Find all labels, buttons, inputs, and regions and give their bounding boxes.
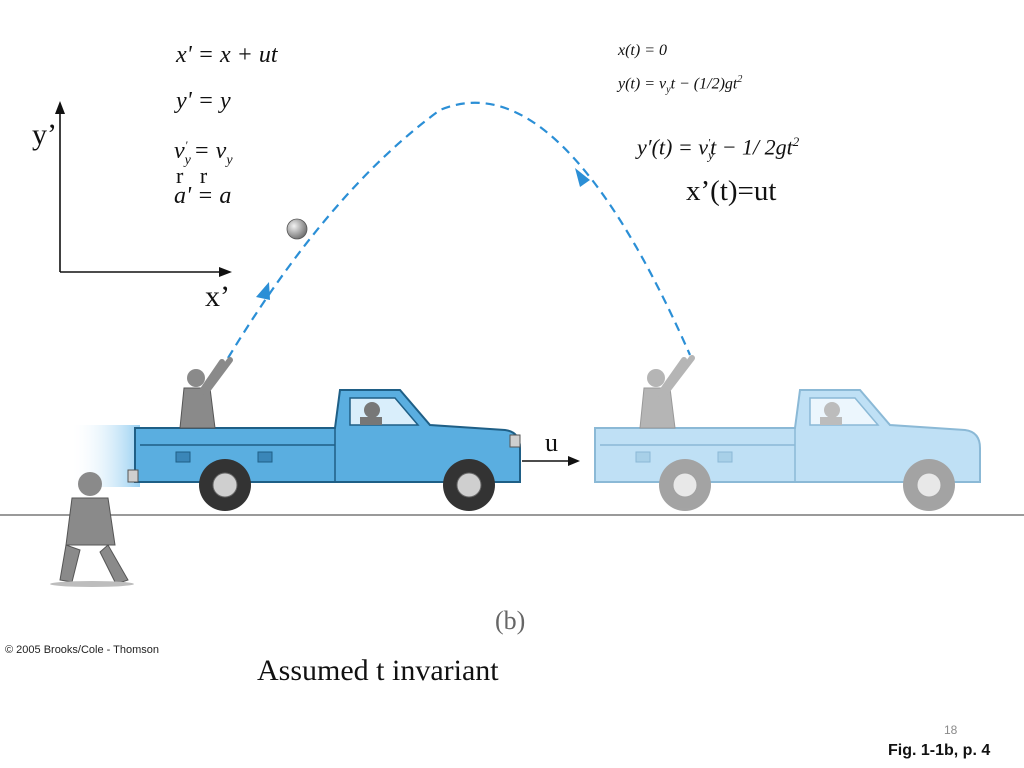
equation-yt: y(t) = vyt − (1/2)gt2 [618, 74, 743, 96]
truck-later [594, 389, 981, 511]
trajectory-path [227, 101, 692, 359]
slide-number: 18 [944, 723, 958, 737]
equation-y-prime: y' = y [176, 88, 231, 114]
equation-a-prime: a' = a [174, 183, 232, 209]
equation-xt: x(t) = 0 [618, 42, 667, 59]
velocity-arrow [522, 456, 580, 466]
equation-y-prime-t: y′(t) = vy't − 1/ 2gt2 [637, 134, 800, 163]
ball [286, 218, 308, 240]
trajectory-arrow-up [256, 282, 270, 300]
y-prime-axis-label: y’ [32, 118, 57, 151]
caption-text: Assumed t invariant [257, 654, 499, 687]
panel-label: (b) [495, 606, 526, 635]
primed-axes [55, 101, 232, 277]
x-prime-axis-label: x’ [205, 280, 230, 313]
equation-vy: vy' = vy [174, 138, 233, 168]
catcher-figure [639, 355, 695, 429]
equation-x-prime: x' = x + ut [176, 42, 278, 68]
velocity-label: u [545, 428, 558, 457]
trajectory-arrow-down [575, 168, 590, 187]
copyright-text: © 2005 Brooks/Cole - Thomson [5, 644, 160, 656]
ground-observer [50, 472, 134, 587]
thrower-figure [179, 357, 233, 429]
vector-marks: r r [176, 163, 208, 188]
figure-reference: Fig. 1-1b, p. 4 [888, 742, 991, 759]
truck-moving [127, 389, 521, 511]
equation-x-prime-t: x’(t)=ut [686, 175, 777, 207]
